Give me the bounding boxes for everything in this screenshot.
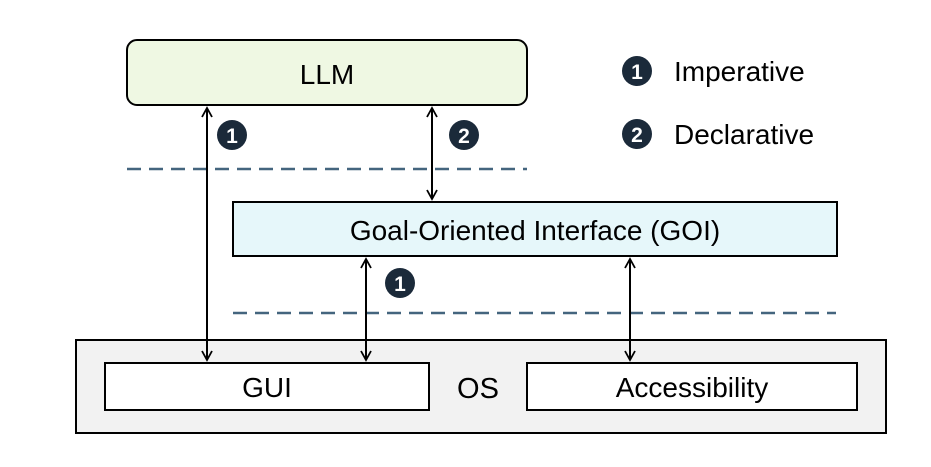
badge-number: 2 — [458, 125, 470, 148]
badge-goi-gui-imperative: 1 — [385, 268, 415, 298]
goi-label: Goal-Oriented Interface (GOI) — [350, 215, 720, 246]
legend-item-declarative: 2 Declarative — [622, 119, 814, 150]
imperative-badge-icon — [385, 268, 415, 298]
legend: 1 Imperative 2 Declarative — [622, 56, 814, 150]
gui-box — [104, 362, 430, 411]
gui-label: GUI — [242, 372, 292, 403]
badge-llm-gui-imperative: 1 — [217, 120, 247, 150]
legend-declarative-label: Declarative — [674, 119, 814, 150]
llm-box — [126, 39, 528, 106]
imperative-badge-icon — [217, 120, 247, 150]
os-label: OS — [457, 373, 499, 405]
goi-box — [232, 201, 838, 257]
legend-imperative-label: Imperative — [674, 56, 805, 87]
badge-llm-goi-declarative: 2 — [449, 120, 479, 150]
accessibility-box — [526, 362, 858, 411]
llm-label: LLM — [300, 59, 354, 90]
legend-declarative-number: 2 — [631, 124, 643, 147]
badge-number: 1 — [394, 273, 406, 296]
imperative-badge-icon — [622, 56, 652, 86]
legend-imperative-number: 1 — [631, 61, 643, 84]
badge-number: 1 — [226, 125, 238, 148]
legend-item-imperative: 1 Imperative — [622, 56, 805, 87]
declarative-badge-icon — [449, 120, 479, 150]
accessibility-label: Accessibility — [616, 372, 768, 403]
declarative-badge-icon — [622, 119, 652, 149]
